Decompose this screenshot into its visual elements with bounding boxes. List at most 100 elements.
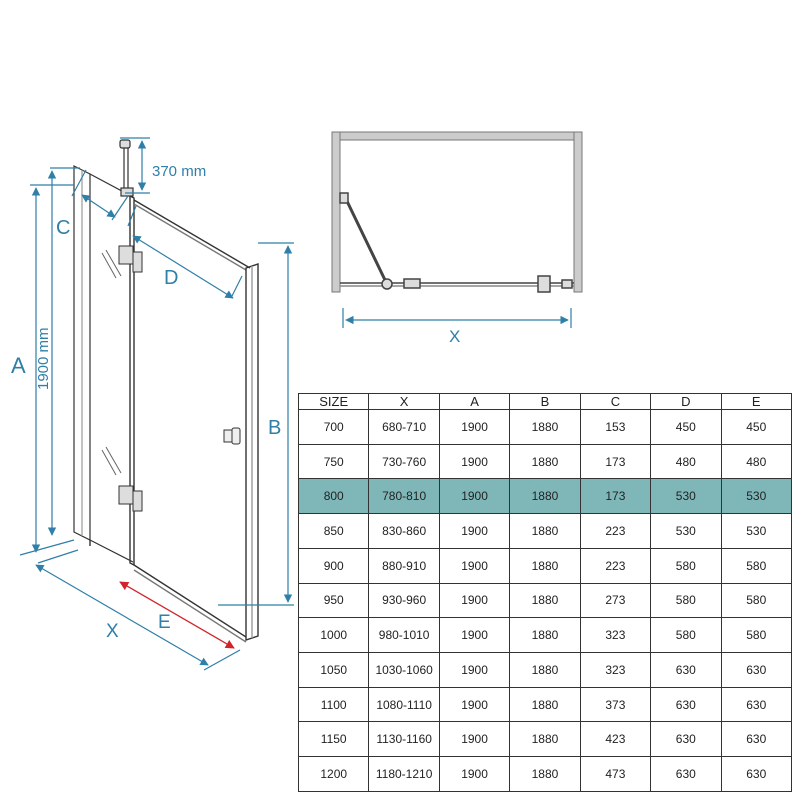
cell-size: 1050	[297, 652, 370, 688]
label-d: D	[164, 267, 178, 289]
cell-b: 1880	[509, 652, 581, 688]
cell-e: 530	[720, 513, 793, 549]
header-b: B	[509, 393, 581, 410]
cell-d: 450	[650, 409, 722, 445]
cell-a: 1900	[438, 652, 511, 688]
cell-e: 630	[720, 652, 793, 688]
label-x: X	[106, 621, 119, 642]
cell-e: 580	[720, 547, 793, 584]
cell-size: 1100	[297, 686, 370, 723]
cell-size: 1200	[297, 756, 370, 792]
label-a: A	[11, 353, 26, 378]
cell-d: 630	[650, 652, 722, 688]
label-b: B	[268, 417, 281, 439]
cell-b: 1880	[509, 513, 581, 549]
glass-reflection	[101, 249, 122, 476]
label-bar-value: 370 mm	[152, 163, 206, 180]
cell-b: 1880	[509, 721, 581, 758]
cell-size: 900	[297, 547, 370, 584]
cell-a: 1900	[438, 513, 511, 549]
cell-size: 1000	[297, 617, 370, 654]
cell-x: 730-760	[368, 443, 440, 480]
cell-a: 1900	[438, 478, 511, 515]
cell-e: 630	[720, 756, 793, 792]
cell-d: 630	[650, 756, 722, 792]
cell-c: 273	[579, 582, 652, 619]
cell-size: 750	[297, 443, 370, 480]
cell-x: 1180-1210	[368, 756, 440, 792]
cell-size: 850	[297, 513, 370, 549]
cell-c: 373	[579, 686, 652, 723]
wall-outline	[331, 131, 583, 293]
cell-d: 630	[650, 686, 722, 723]
cell-a: 1900	[438, 756, 511, 792]
label-a-value: 1900 mm	[35, 327, 52, 390]
cell-e: 530	[720, 478, 793, 515]
cell-e: 480	[720, 443, 793, 480]
cell-c: 323	[579, 617, 652, 654]
hinge-icon	[118, 245, 143, 512]
cell-d: 480	[650, 443, 722, 480]
cell-a: 1900	[438, 617, 511, 654]
cell-b: 1880	[509, 443, 581, 480]
cell-a: 1900	[438, 582, 511, 619]
cell-b: 1880	[509, 582, 581, 619]
stabilizer-bar	[119, 139, 134, 197]
top-x-dimension	[342, 308, 572, 328]
cell-b: 1880	[509, 686, 581, 723]
cell-e: 450	[720, 409, 793, 445]
cell-x: 980-1010	[368, 617, 440, 654]
hinged-door	[89, 194, 259, 643]
cell-a: 1900	[438, 443, 511, 480]
cell-a: 1900	[438, 409, 511, 445]
cell-c: 423	[579, 721, 652, 758]
header-c: C	[579, 393, 652, 410]
top-label-x: X	[449, 327, 460, 346]
door-plan	[339, 192, 574, 293]
cell-x: 1080-1110	[368, 686, 440, 723]
cell-d: 580	[650, 617, 722, 654]
cell-x: 830-860	[368, 513, 440, 549]
door-knob-icon	[223, 427, 241, 445]
header-x: X	[368, 393, 440, 410]
cell-b: 1880	[509, 409, 581, 445]
cell-d: 530	[650, 478, 722, 515]
label-e: E	[158, 612, 171, 633]
cell-x: 1130-1160	[368, 721, 440, 758]
cell-c: 173	[579, 478, 652, 515]
cell-c: 153	[579, 409, 652, 445]
cell-d: 580	[650, 582, 722, 619]
label-c: C	[56, 217, 70, 239]
header-size: SIZE	[297, 393, 370, 410]
cell-x: 880-910	[368, 547, 440, 584]
cell-a: 1900	[438, 721, 511, 758]
cell-b: 1880	[509, 756, 581, 792]
cell-c: 473	[579, 756, 652, 792]
cell-c: 173	[579, 443, 652, 480]
table-header-row: SIZE X A B C D E	[297, 393, 793, 410]
header-d: D	[650, 393, 722, 410]
cell-c: 223	[579, 513, 652, 549]
e-dimension-line	[119, 581, 235, 649]
header-e: E	[720, 393, 793, 410]
cell-x: 680-710	[368, 409, 440, 445]
cell-size: 1150	[297, 721, 370, 758]
cell-d: 530	[650, 513, 722, 549]
cell-x: 1030-1060	[368, 652, 440, 688]
cell-c: 323	[579, 652, 652, 688]
cell-b: 1880	[509, 478, 581, 515]
top-view: X	[331, 131, 583, 346]
cell-e: 580	[720, 617, 793, 654]
